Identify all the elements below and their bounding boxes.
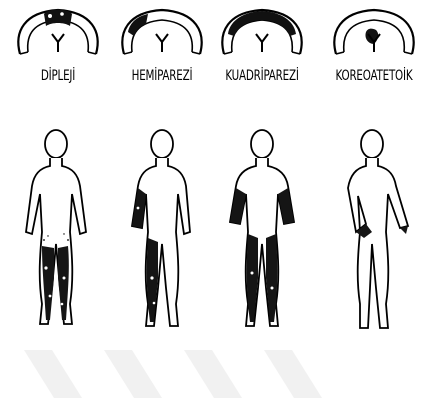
brain-cross-section-icon (4, 2, 112, 62)
brain-cross-section-icon (208, 2, 316, 62)
panel-diplegia: DİPLEJİ (4, 0, 112, 398)
body-figure-choreoathetoid (320, 128, 428, 348)
label-choreoathetoid: KOREOATETOİK (320, 66, 428, 84)
brain-cross-section-icon (108, 2, 216, 62)
label-diplegia: DİPLEJİ (4, 66, 112, 84)
label-hemiparesis: HEMİPAREZİ (108, 66, 216, 84)
panel-quadriparesis: KUADRİPAREZİ (208, 0, 316, 398)
brain-cross-section-icon (320, 2, 428, 62)
body-figure-hemiparesis (108, 128, 216, 348)
body-figure-diplegia (4, 128, 112, 348)
watermark-stripes (0, 350, 434, 398)
label-quadriparesis: KUADRİPAREZİ (208, 66, 316, 84)
body-figure-quadriparesis (208, 128, 316, 348)
panel-hemiparesis: HEMİPAREZİ (108, 0, 216, 398)
panel-choreoathetoid: KOREOATETOİK (320, 0, 428, 398)
